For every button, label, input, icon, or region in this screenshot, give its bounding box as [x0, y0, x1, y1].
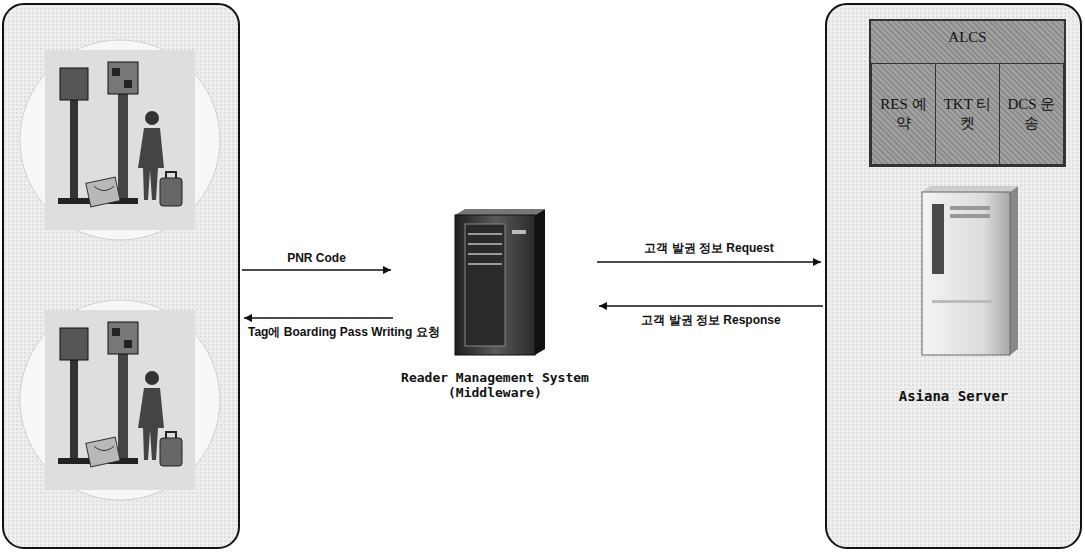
node-text: DCS 운송 [1004, 95, 1059, 133]
dcs-cell: DCS 운송 [999, 63, 1064, 165]
flow-arrow [597, 261, 821, 263]
node-text: Asiana Server [827, 388, 1080, 404]
tkt-cell: TKT 티켓 [935, 63, 1000, 165]
client-panel [2, 3, 240, 549]
server-top [922, 186, 1018, 192]
server-drive [950, 206, 990, 210]
node-text: RES 예약 [876, 95, 931, 133]
tower-bay [465, 224, 505, 346]
middleware-node: Reader Management System (Middleware) [395, 212, 595, 400]
edge-label: 고객 발권 정보 Response [641, 312, 780, 329]
edge-label: PNR Code [287, 251, 346, 265]
drive-bays [468, 234, 502, 264]
edge-label: Tag에 Boarding Pass Writing 요청 [248, 324, 440, 341]
server-front [922, 192, 1010, 355]
flow-arrow [242, 269, 391, 271]
res-cell: RES 예약 [871, 63, 936, 165]
node-text: Reader Management System (Middleware) [395, 370, 595, 400]
asiana-server-box [922, 186, 1018, 355]
server-side [1010, 186, 1018, 355]
alcs-box: RES 예약TKT 티켓DCS 운송 ALCS [869, 19, 1066, 167]
tower-led [512, 230, 526, 234]
node-text: TKT 티켓 [940, 95, 995, 133]
flow-arrow [599, 305, 823, 307]
edge-label: 고객 발권 정보 Request [644, 240, 773, 257]
client-panel-fill [2, 3, 240, 549]
tower-front [455, 215, 535, 355]
tower-side [535, 209, 545, 355]
tower-top [455, 209, 545, 215]
node-text: ALCS [871, 29, 1064, 46]
server-drive [950, 214, 990, 218]
kiosk-illustration [20, 300, 220, 500]
middleware-tower [455, 209, 545, 355]
kiosk-illustration [20, 40, 220, 240]
server-vent [932, 300, 992, 303]
flow-arrow [244, 317, 393, 319]
server-slot [932, 204, 944, 274]
server-panel: RES 예약TKT 티켓DCS 운송 ALCS Asiana Server [825, 3, 1082, 549]
server-panel-fill [825, 3, 1082, 549]
